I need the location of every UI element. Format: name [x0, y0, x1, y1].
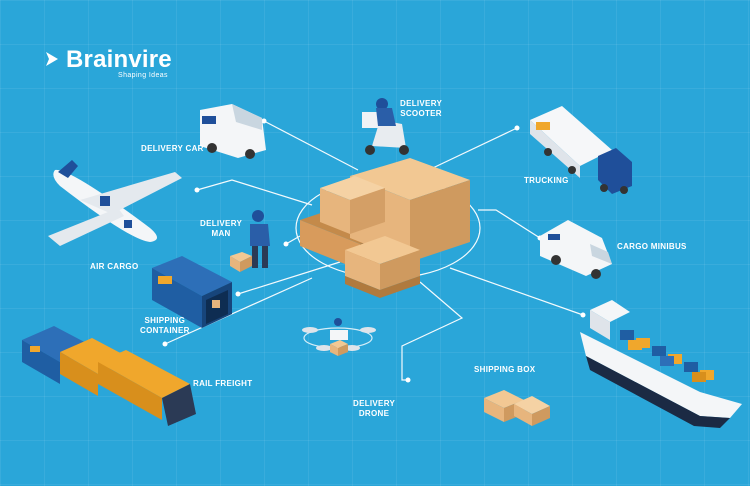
rail-freight-icon	[22, 326, 196, 426]
shipping-box-icon	[484, 390, 550, 426]
label-delivery-car: DELIVERY CAR	[141, 144, 204, 153]
label-air-cargo: AIR CARGO	[90, 262, 139, 271]
airplane-icon	[48, 160, 182, 246]
cargo-minibus-icon	[540, 220, 612, 279]
label-cargo-minibus: CARGO MINIBUS	[617, 242, 687, 251]
ship-containers	[620, 330, 714, 382]
label-trucking: TRUCKING	[524, 176, 569, 185]
truck-icon	[530, 106, 632, 194]
brand-name: Brainvire	[66, 46, 172, 73]
delivery-car-icon	[200, 104, 266, 159]
brand-chevron-icon	[46, 52, 58, 66]
cargo-ship-icon	[580, 300, 742, 428]
brand-tagline: Shaping Ideas	[118, 72, 168, 79]
label-rail-freight: RAIL FREIGHT	[193, 379, 253, 388]
connector-dots	[162, 118, 586, 383]
pallet-boxes-icon	[300, 158, 470, 298]
drone-icon	[302, 318, 376, 356]
shipping-container-icon	[152, 256, 232, 328]
delivery-scooter-icon	[362, 98, 409, 155]
label-shipping-box: SHIPPING BOX	[474, 365, 536, 374]
delivery-man-icon	[230, 210, 270, 272]
